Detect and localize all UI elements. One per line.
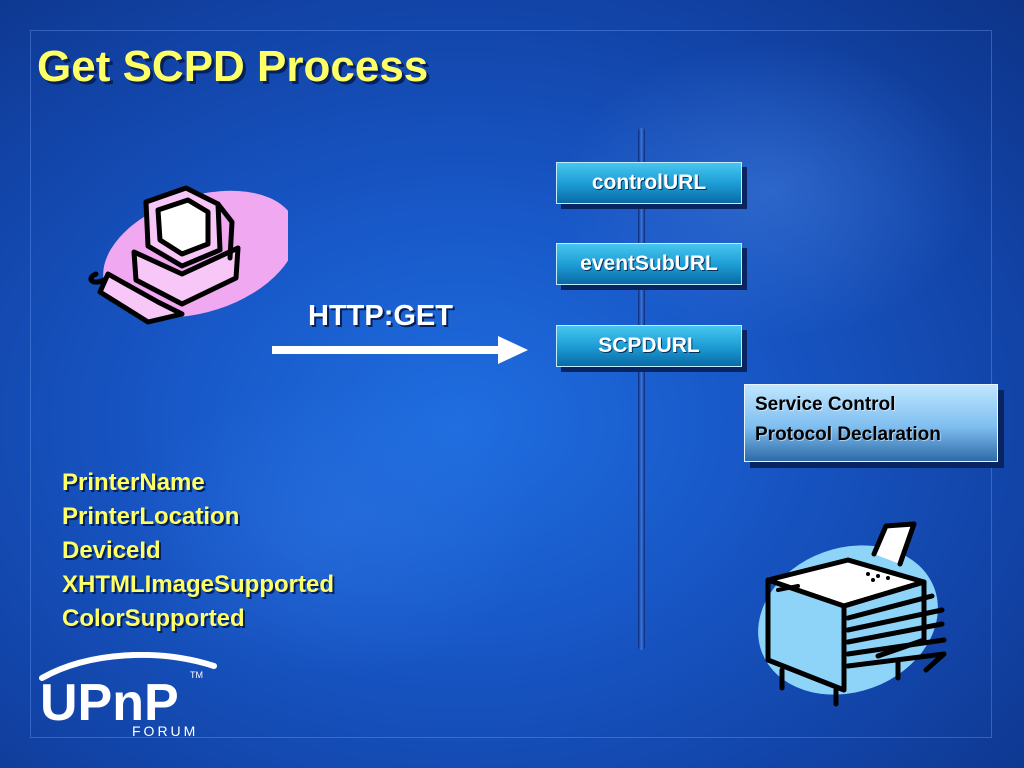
response-line: Protocol Declaration xyxy=(755,424,941,445)
computer-icon xyxy=(78,182,297,337)
printer-icon xyxy=(748,520,948,715)
background-glow xyxy=(120,380,540,680)
list-item: XHTMLImageSupported xyxy=(62,571,335,598)
service-control-protocol-declaration-box: Service Control Protocol Declaration xyxy=(744,384,998,462)
list-item: PrinterLocation xyxy=(62,503,240,530)
list-item: ColorSupported xyxy=(62,605,245,632)
list-item: PrinterName xyxy=(62,469,205,496)
logo-trademark: TM xyxy=(190,670,203,680)
event-sub-url-box: eventSubURL xyxy=(556,243,742,285)
logo-wordmark: UPnP xyxy=(40,674,179,732)
upnp-forum-logo: UPnP TM FORUM xyxy=(38,651,218,749)
list-item: DeviceId xyxy=(62,537,161,564)
scpd-url-box: SCPDURL xyxy=(556,325,742,367)
http-get-label: HTTP:GET xyxy=(308,300,453,332)
slide-title: Get SCPD Process xyxy=(37,42,429,91)
printer-properties-list: PrinterName PrinterLocation DeviceId XHT… xyxy=(62,468,334,638)
device-lifeline xyxy=(638,128,645,650)
logo-forum: FORUM xyxy=(132,723,198,739)
arrow-right-icon xyxy=(272,334,532,371)
response-line: Service Control xyxy=(755,394,896,415)
control-url-box: controlURL xyxy=(556,162,742,204)
